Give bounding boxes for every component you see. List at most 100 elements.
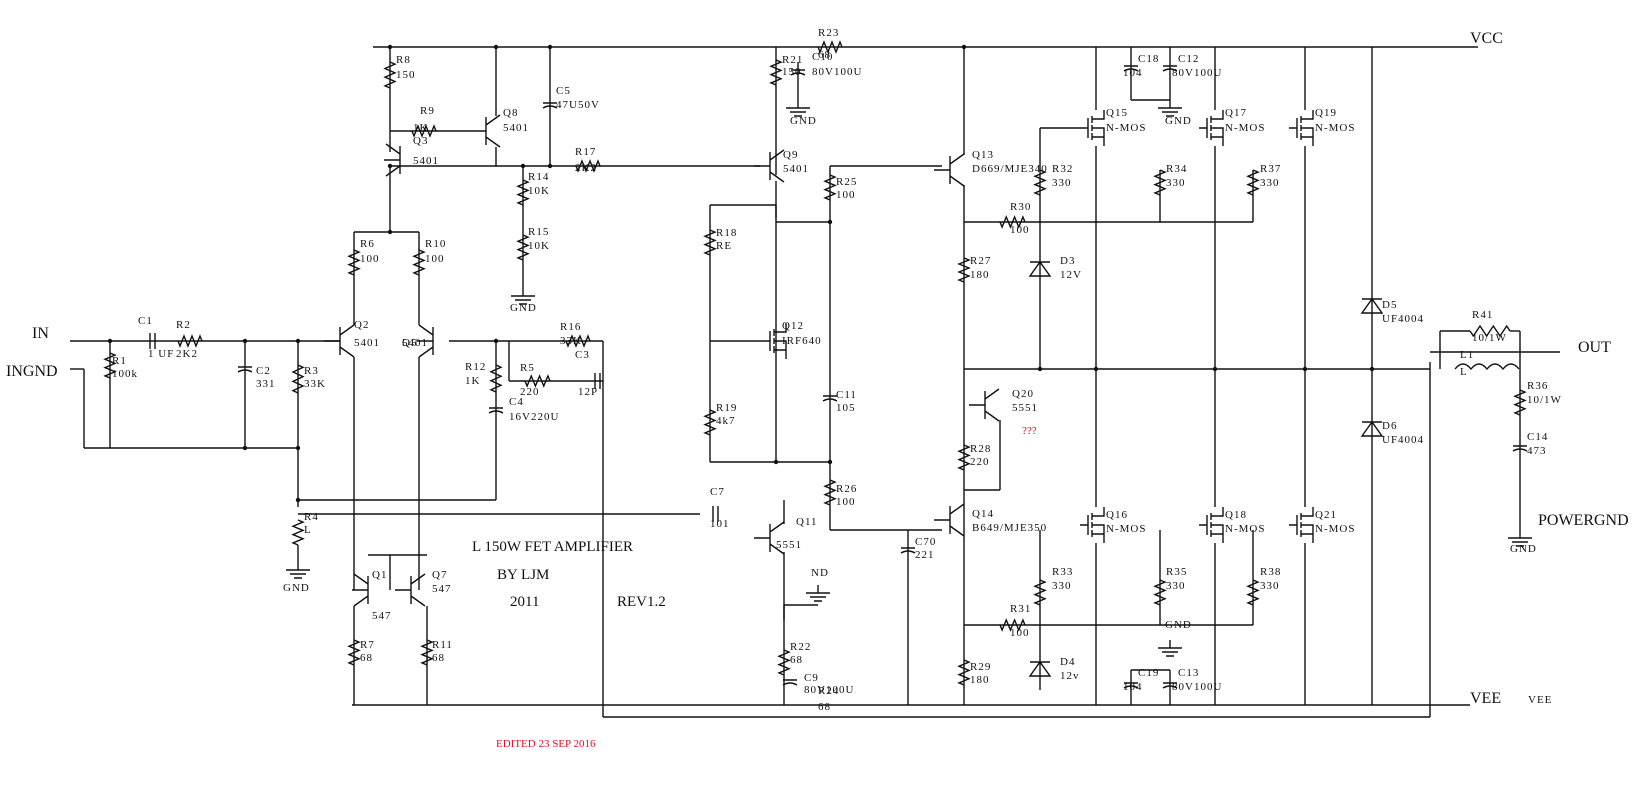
c10-value-label: 80V100U [812,66,862,78]
c70-value-label: 221 [915,549,935,561]
d5-value-label: UF4004 [1382,313,1424,325]
revision-label: REV1.2 [617,594,666,610]
q16-value-label: N-MOS [1106,523,1146,535]
d4-value-label: 12v [1060,670,1080,682]
ground-symbol [286,562,310,579]
q13-ref-label: Q13 [972,149,994,161]
r26-value-label: 100 [836,496,856,508]
junction-dot [295,338,301,344]
q2-value-label: 5401 [354,337,380,349]
r16-ref-label: R16 [560,321,581,333]
r31-resistor [999,618,1026,632]
q16-ref-label: Q16 [1106,509,1128,521]
l1-ref-label: L1 [1460,349,1474,361]
q1-ref-label: Q1 [372,569,387,581]
c1-value-label: 1 UF [148,348,174,360]
r8-value-label: 150 [396,69,416,81]
junction-dot [827,219,833,225]
c14-value-label: 473 [1527,445,1547,457]
q11-ref-label: Q11 [796,516,818,528]
r9-ref-label: R9 [420,105,435,117]
r15-ref-label: R15 [528,226,549,238]
d3-value-label: 12V [1060,269,1082,281]
r18-value-label: RE [716,240,732,252]
vee-label-2: VEE [1528,694,1552,706]
q15-mosfet [1080,110,1105,146]
gnd-label: GND [790,115,817,127]
r4-ref-label: R4 [304,511,319,523]
r9-resistor [411,124,437,138]
r5-value-label: 220 [520,386,540,398]
r23-value-label: 68 [818,49,831,61]
r34-resistor [1153,169,1167,196]
r29-ref-label: R29 [970,661,991,673]
c5-capacitor [542,102,558,109]
r2-ref-label: R2 [176,319,191,331]
r37-value-label: 330 [1260,177,1280,189]
r4-resistor [291,519,305,546]
junction-dot [295,497,301,503]
c7-ref-label: C7 [710,486,725,498]
vee-label: VEE [1470,690,1501,707]
ground-symbol [1158,100,1182,117]
q8-transistor [470,114,501,148]
r12-ref-label: R12 [465,361,486,373]
c9-value-label: 80V100U [804,684,854,696]
c1-ref-label: C1 [138,315,153,327]
gnd-label: GND [1510,543,1537,555]
r6-ref-label: R6 [360,238,375,250]
ground-symbol [1508,530,1532,547]
junction-dot [961,44,967,50]
c4-capacitor [488,407,504,414]
q9-transistor [754,149,785,183]
c2-capacitor [237,366,253,373]
r5-resistor [524,374,551,388]
d3-diode [1028,260,1052,277]
c70-ref-label: C70 [915,536,936,548]
junction-dot [242,445,248,451]
q3-ref-label: Q3 [413,135,428,147]
r38-value-label: 330 [1260,580,1280,592]
r1-resistor [103,352,117,379]
r26-resistor [823,479,837,506]
junction-dot [773,459,779,465]
r11-value-label: 68 [432,652,445,664]
r9-value-label: 1K [413,122,428,134]
r8-resistor [383,61,397,89]
r17-ref-label: R17 [575,146,596,158]
r1-value-label: 100k [112,368,138,380]
q17-ref-label: Q17 [1225,107,1247,119]
d6-value-label: UF4004 [1382,434,1424,446]
r29-value-label: 180 [970,674,990,686]
r21-value-label: 150 [782,66,802,78]
r10-ref-label: R10 [425,238,446,250]
r30-value-label: 100 [1010,224,1030,236]
d5-diode [1360,297,1384,314]
c3-ref-label: C3 [575,349,590,361]
c7-capacitor [712,506,719,522]
q17-value-label: N-MOS [1225,122,1265,134]
q2-transistor [324,324,355,358]
q1-transistor [352,573,369,607]
r41-ref-label: R41 [1472,309,1493,321]
r16-value-label: 33K [560,335,582,347]
q11-value-label: 5551 [776,539,802,551]
ground-symbol [1158,640,1182,657]
c18-value-label: 104 [1123,67,1143,79]
r1-ref-label: R1 [112,355,127,367]
q9-ref-label: Q9 [783,149,798,161]
q5-value-label: 5401 [402,337,428,349]
c3-value-label: 12P [578,386,598,398]
c12-ref-label: C12 [1178,53,1199,65]
r24-ref-label: R24 [818,685,839,697]
c12-capacitor [1162,65,1178,72]
junction-dot [493,44,499,50]
r31-ref-label: R31 [1010,603,1031,615]
r12-resistor [489,364,503,393]
d3-ref-label: D3 [1060,255,1075,267]
l1-inductor [1454,363,1520,371]
c19-capacitor [1123,682,1139,689]
q19-value-label: N-MOS [1315,122,1355,134]
r27-value-label: 180 [970,269,990,281]
r22-value-label: 68 [790,654,803,666]
